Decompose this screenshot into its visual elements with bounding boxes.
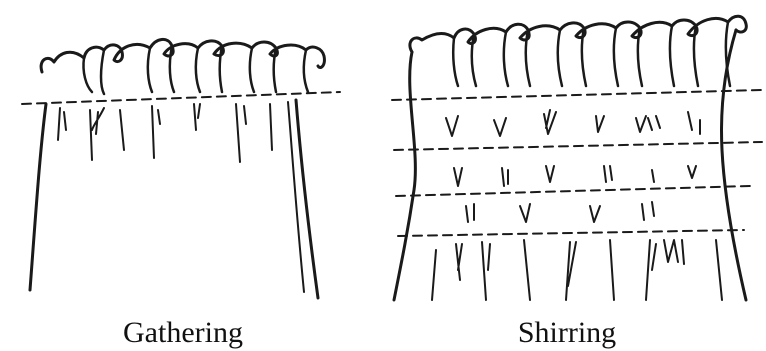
gathering-stitch-line [21, 91, 341, 105]
shirring-right-edge [720, 28, 748, 302]
gathering-ruffle-edge [39, 38, 326, 74]
gathering-fold-lines [57, 103, 273, 163]
gathering-right-edge-inner [287, 101, 305, 293]
gathering-caption: Gathering [123, 316, 243, 349]
shirring-left-edge [392, 50, 417, 302]
shirring-stitch-row-1 [391, 89, 763, 101]
shirring-stitch-row-3 [395, 185, 751, 197]
shirring-fold-marks [431, 109, 723, 301]
gathering-left-edge [28, 102, 48, 292]
shirring-stitch-row-2 [393, 141, 763, 151]
gathering-pleat-4 [248, 46, 278, 94]
gathering-pleat-2 [146, 44, 176, 94]
shirring-stitch-row-4 [397, 229, 745, 237]
gathering-pleat-3 [194, 44, 224, 94]
gathering-pleat-5 [302, 48, 310, 94]
shirring-caption: Shirring [517, 316, 617, 349]
shirring-pleats [451, 20, 732, 88]
gathering-right-edge [294, 98, 320, 300]
gathering-pleat-1 [82, 48, 106, 96]
